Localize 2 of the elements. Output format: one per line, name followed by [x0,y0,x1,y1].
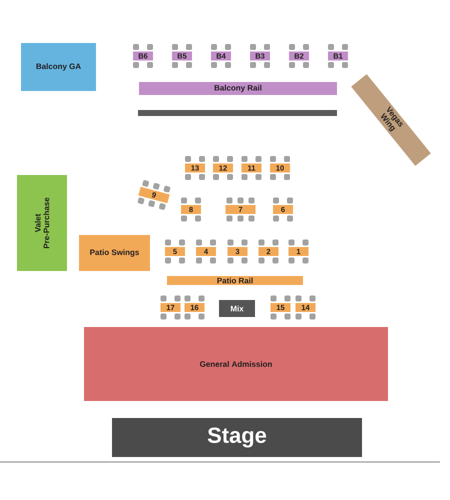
barrier-bar [138,110,337,116]
stage-block: Stage [112,418,362,457]
